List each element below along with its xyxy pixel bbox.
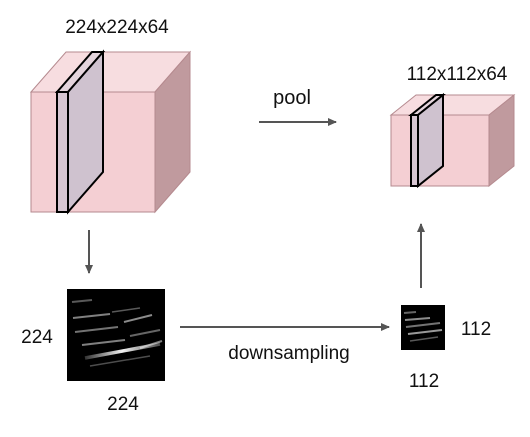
output-volume-cube [389, 92, 516, 189]
output-feature-map-icon [401, 305, 445, 350]
output-volume-label: 112x112x64 [407, 64, 508, 85]
input-map-height-label: 224 [21, 327, 53, 348]
input-volume-cube [29, 49, 192, 215]
output-map-height-label: 112 [461, 319, 491, 340]
output-depth-slice [408, 92, 446, 189]
output-map-width-label: 112 [409, 371, 439, 392]
input-map-width-label: 224 [107, 394, 139, 415]
input-volume-label: 224x224x64 [65, 17, 169, 38]
input-depth-slice [54, 49, 106, 215]
downsampling-label: downsampling [228, 343, 349, 364]
input-feature-map-icon [67, 289, 165, 381]
pool-label: pool [273, 87, 311, 109]
